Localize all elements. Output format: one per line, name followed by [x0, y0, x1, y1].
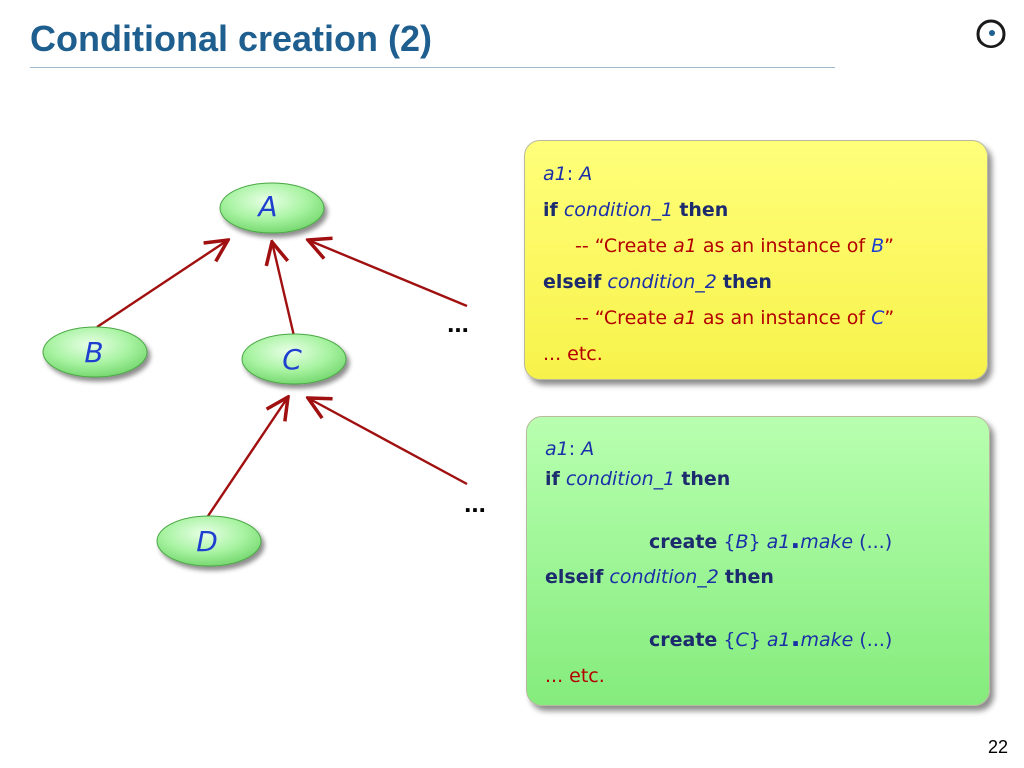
comment-2-end: ” — [884, 307, 895, 329]
page-number: 22 — [987, 737, 1008, 757]
dot-2: . — [790, 623, 801, 653]
eiffel-logo-icon — [976, 19, 1006, 52]
decl-type: A — [581, 438, 595, 460]
decl-var: a1 — [545, 438, 569, 460]
decl-sep: : — [568, 438, 576, 460]
ellipsis-top: ... — [447, 308, 469, 338]
condition-2: condition_2 — [609, 566, 719, 588]
ellipsis-bottom: ... — [464, 488, 486, 518]
create-target-2: a1 — [766, 629, 791, 651]
comment-1-prefix: -- “Create — [575, 235, 668, 257]
comment-2-prefix: -- “Create — [575, 307, 668, 329]
create-line-1: create {B} a1.make (...) — [545, 527, 971, 563]
condition-2: condition_2 — [607, 271, 717, 293]
create-class-1: B — [735, 531, 749, 553]
condition-1: condition_1 — [565, 468, 676, 490]
node-b: B — [42, 326, 148, 378]
inheritance-diagram: A B C D ... ... — [42, 182, 486, 567]
then-keyword-1: then — [679, 199, 729, 221]
condition-1: condition_1 — [563, 199, 674, 221]
brace-open-1: { — [723, 531, 736, 553]
declaration-line: a1: A — [545, 435, 971, 465]
arrow-d-to-c — [207, 397, 288, 517]
node-c-label: C — [282, 343, 302, 376]
node-a: A — [219, 182, 325, 234]
create-instruction-box: a1: A if condition_1 then create {B} a1.… — [526, 416, 990, 706]
dot-1: . — [790, 525, 801, 555]
comment-2-mid: as an instance of — [702, 307, 866, 329]
brace-close-1: } — [748, 531, 761, 553]
etc-line: ... etc. — [543, 339, 969, 375]
comment-2-var: a1 — [673, 307, 697, 329]
etc-text: ... etc. — [543, 343, 603, 365]
declaration-line: a1: A — [543, 159, 969, 195]
arrow-more-to-a — [308, 240, 468, 308]
brace-close-2: } — [748, 629, 761, 651]
elseif-line: elseif condition_2 then — [543, 267, 969, 303]
comment-1-mid: as an instance of — [702, 235, 866, 257]
elseif-keyword: elseif — [545, 566, 604, 588]
then-keyword-2: then — [722, 271, 772, 293]
comment-1-var: a1 — [673, 235, 697, 257]
etc-line: ... etc. — [545, 661, 971, 691]
comment-1-class: B — [871, 235, 885, 257]
then-keyword-2: then — [724, 566, 774, 588]
creation-proc-1: make — [800, 531, 854, 553]
create-keyword-1: create — [649, 531, 718, 553]
if-line: if condition_1 then — [545, 465, 971, 527]
create-keyword-2: create — [649, 629, 718, 651]
slide-title: Conditional creation (2) — [30, 18, 433, 59]
node-b-label: B — [84, 336, 103, 369]
comment-1-end: ” — [884, 235, 894, 257]
elseif-line: elseif condition_2 then — [545, 563, 971, 625]
create-args-2: (...) — [859, 629, 893, 651]
comment-2-class: C — [871, 307, 885, 329]
if-keyword: if — [543, 199, 558, 221]
decl-type: A — [579, 163, 593, 185]
create-class-2: C — [735, 629, 749, 651]
creation-proc-2: make — [800, 629, 854, 651]
create-args-1: (...) — [859, 531, 893, 553]
node-c: C — [241, 333, 347, 385]
brace-open-2: { — [723, 629, 736, 651]
arrow-more-to-c — [308, 398, 468, 486]
arrow-b-to-a — [96, 240, 228, 328]
if-line: if condition_1 then — [543, 195, 969, 231]
comment-line-2: -- “Create a1 as an instance of C” — [543, 303, 969, 339]
node-d-label: D — [196, 525, 218, 558]
elseif-keyword: elseif — [543, 271, 602, 293]
arrow-c-to-a — [272, 242, 296, 337]
create-line-2: create {C} a1.make (...) — [545, 625, 971, 661]
comment-pseudocode-box: a1: A if condition_1 then -- “Create a1 … — [524, 140, 988, 380]
decl-sep: : — [566, 163, 574, 185]
then-keyword-1: then — [681, 468, 731, 490]
create-target-1: a1 — [766, 531, 791, 553]
decl-var: a1 — [543, 163, 567, 185]
etc-text: ... etc. — [545, 665, 605, 687]
node-d: D — [156, 515, 262, 567]
if-keyword: if — [545, 468, 560, 490]
node-a-label: A — [256, 190, 277, 223]
title-divider — [30, 67, 835, 68]
comment-line-1: -- “Create a1 as an instance of B” — [543, 231, 969, 267]
